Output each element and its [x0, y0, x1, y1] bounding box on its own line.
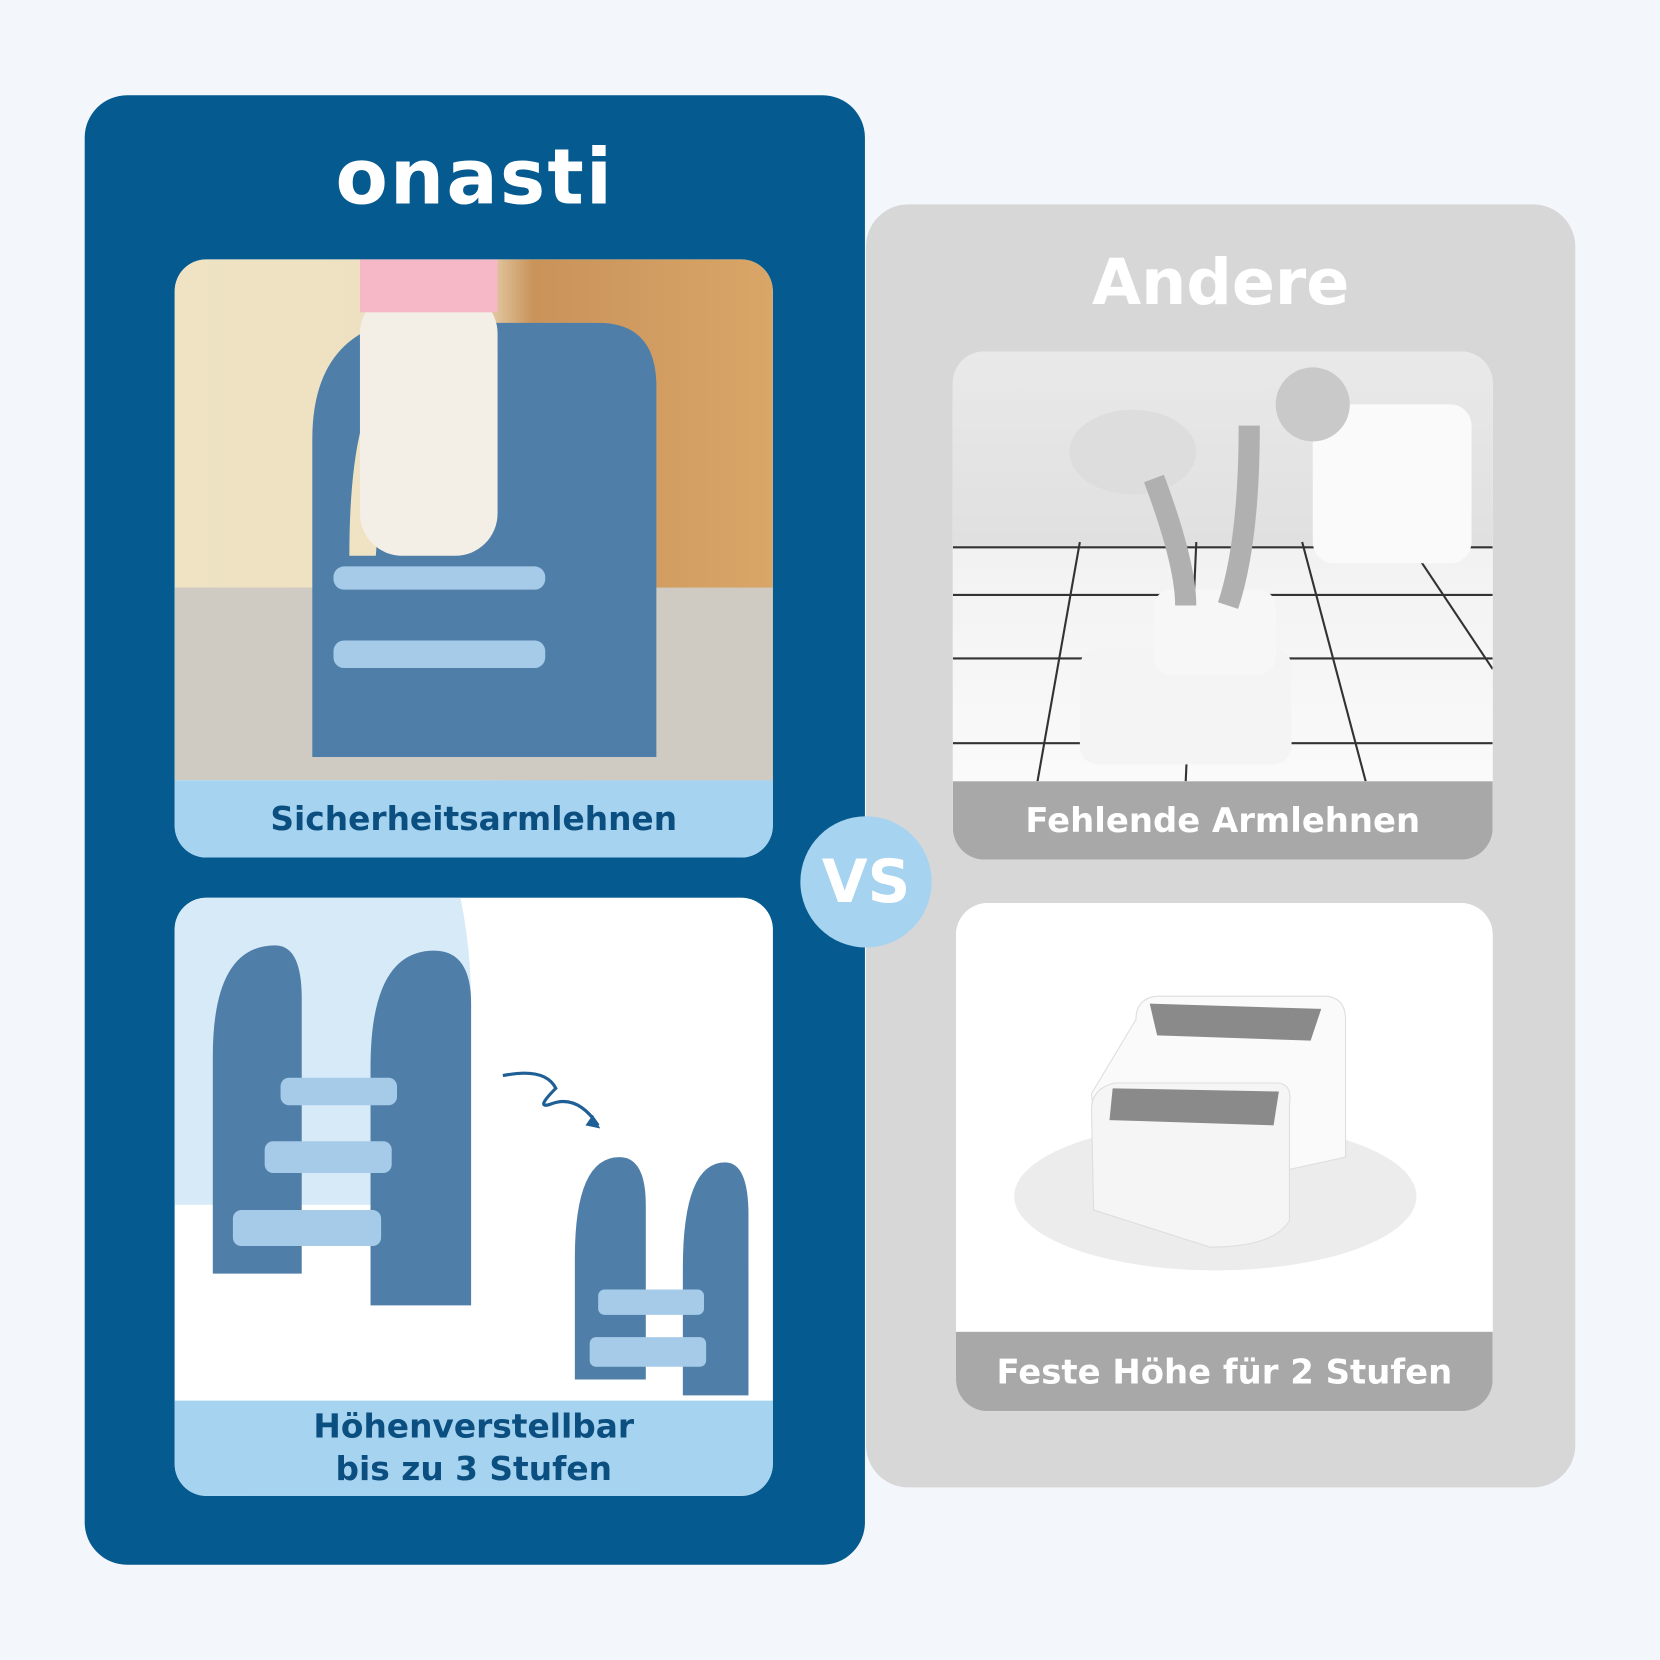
feature-label-text: Sicherheitsarmlehnen [270, 799, 678, 838]
feature-label: Höhenverstellbar bis zu 3 Stufen [174, 1400, 773, 1496]
competitor-stool-scene [952, 367, 1493, 782]
stool-conversion-illustration [174, 897, 749, 1396]
product-photo-child-climbing [174, 259, 773, 781]
two-step-stool-illustration [1014, 995, 1417, 1271]
drawback-label-text: Feste Höhe für 2 Stufen [996, 1351, 1453, 1392]
card-fixed-height: Feste Höhe für 2 Stufen [955, 903, 1493, 1412]
feature-label: Sicherheitsarmlehnen [174, 780, 773, 858]
brand-logo: onasti [335, 132, 615, 222]
drawback-label-text: Fehlende Armlehnen [1025, 800, 1421, 841]
card-safety-armrests: Sicherheitsarmlehnen [174, 259, 773, 858]
drawback-label: Fehlende Armlehnen [952, 781, 1493, 860]
product-photo-stool-conversion [174, 897, 773, 1401]
feature-label-line-2: bis zu 3 Stufen [335, 1450, 612, 1489]
step-stool-illustration [174, 259, 773, 781]
card-missing-armrests: Fehlende Armlehnen [952, 351, 1493, 860]
drawback-label: Feste Höhe für 2 Stufen [955, 1331, 1493, 1412]
competitor-photo-child-on-stool [952, 351, 1493, 782]
vs-badge: VS [800, 816, 932, 948]
others-title: Andere [1091, 245, 1350, 320]
competitor-photo-two-step-stool [955, 903, 1493, 1332]
card-height-adjustable: Höhenverstellbar bis zu 3 Stufen [174, 897, 773, 1496]
feature-label-line-1: Höhenverstellbar [313, 1408, 635, 1447]
